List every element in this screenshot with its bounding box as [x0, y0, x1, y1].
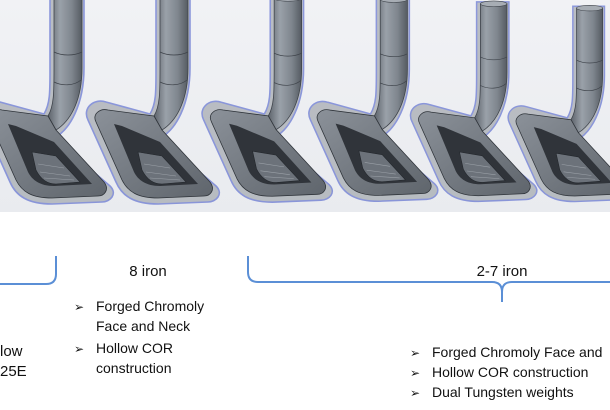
- bullet-item-hollow-cor: ➢ Hollow COR construction: [410, 362, 588, 383]
- bullet-item-forged-chromoly: ➢ Forged Chromoly: [74, 296, 204, 317]
- group-label-8-iron: 8 iron: [129, 263, 167, 280]
- club-head-2: [85, 0, 221, 205]
- bullet-text: Hollow COR: [96, 340, 174, 356]
- left-group-partial-line-2: 25E: [0, 363, 27, 380]
- cad-render-panel: [0, 0, 610, 212]
- club-head-6: [507, 4, 610, 203]
- club-head-3: [201, 0, 334, 203]
- left-group-partial-line-1: low: [0, 343, 23, 360]
- arrow-bullet-icon: ➢: [410, 346, 421, 360]
- bullet-item-dual-tungsten: ➢ Dual Tungsten weights: [410, 382, 574, 403]
- group-label-2-7-iron: 2-7 iron: [476, 263, 528, 280]
- bracket-left-group: [0, 256, 57, 285]
- bullet-text: Hollow COR construction: [432, 364, 589, 380]
- club-head-5: [409, 0, 538, 203]
- bracket-right-group: [247, 256, 610, 302]
- bullet-text: Forged Chromoly Face and: [432, 344, 603, 360]
- iron-heads-illustration: [0, 0, 610, 205]
- bullet-text: Dual Tungsten weights: [432, 384, 574, 400]
- arrow-bullet-icon: ➢: [410, 366, 421, 380]
- bullet-item-continuation: Face and Neck: [96, 318, 191, 334]
- club-head-4: [308, 0, 439, 203]
- bullet-item-hollow-cor: ➢ Hollow COR: [74, 338, 173, 359]
- bullet-item-forged-chromoly-face: ➢ Forged Chromoly Face and: [410, 342, 602, 363]
- arrow-bullet-icon: ➢: [74, 342, 85, 356]
- arrow-bullet-icon: ➢: [74, 300, 85, 314]
- bullet-item-continuation: construction: [96, 360, 172, 376]
- bullet-text: Forged Chromoly: [96, 298, 205, 314]
- arrow-bullet-icon: ➢: [410, 386, 421, 400]
